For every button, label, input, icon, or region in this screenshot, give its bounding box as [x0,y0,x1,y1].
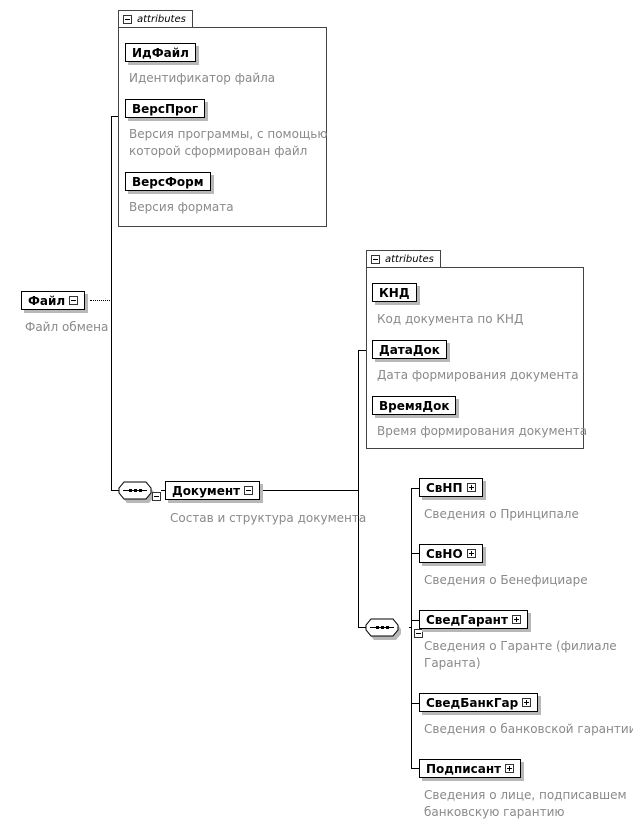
connector [358,350,359,628]
attributes-tab-label: attributes [137,14,186,25]
attribute-name: КНД [379,286,410,300]
connector [358,627,366,628]
expand-icon[interactable] [522,698,532,707]
child-element-description: Сведения о Принципале [424,507,579,521]
expand-icon[interactable] [505,764,515,773]
collapse-icon[interactable] [152,492,161,501]
connector [411,488,412,769]
connector [409,627,412,628]
collapse-icon[interactable] [414,629,424,638]
child-element-description: Гаранта) [424,656,481,670]
root-element-name: Файл [28,294,66,308]
child-element-description: Сведения о Бенефициаре [424,573,588,587]
attribute-description: Идентификатор файла [129,71,276,85]
child-element-name: СвНО [426,547,463,561]
collapse-icon[interactable] [371,255,380,264]
attribute-name: ИдФайл [132,46,189,60]
connector [161,490,165,491]
connector [111,490,119,491]
root-element-node[interactable]: Файл [21,291,86,310]
connector [411,768,419,769]
child-element-node[interactable]: СвНО [419,544,483,563]
child-element-description: банковскую гарантию [424,805,565,819]
connector [111,116,120,117]
document-element-name: Документ [172,484,241,498]
child-element-description: Сведения о банковской гарантии [424,722,633,736]
child-element-name: Подписант [426,762,502,776]
attribute-description: Дата формирования документа [377,368,579,382]
attribute-node[interactable]: ВремяДок [372,396,457,415]
document-element-node[interactable]: Документ [165,481,261,500]
connector [257,490,358,491]
connector [411,703,419,704]
connector [358,350,367,351]
document-element-description: Состав и структура документа [170,511,367,525]
child-element-node[interactable]: СвНП [419,478,483,497]
root-attributes-tab[interactable]: attributes [118,10,193,27]
connector [411,620,419,621]
document-attributes-tab[interactable]: attributes [366,250,441,267]
attribute-description: Версия формата [129,200,234,214]
attribute-description: Время формирования документа [377,424,588,438]
attribute-name: ДатаДок [379,343,440,357]
sequence-compositor-icon [365,618,401,640]
attribute-description: Код документа по КНД [377,312,524,326]
child-element-name: СведБанкГар [426,696,519,710]
attribute-node[interactable]: ИдФайл [125,43,196,62]
child-element-name: СвНП [426,481,463,495]
child-element-node[interactable]: СведГарант [419,610,528,629]
attribute-node[interactable]: ДатаДок [372,340,447,359]
connector [111,116,112,491]
connector [90,300,112,302]
attribute-node[interactable]: ВерсПрог [125,99,206,118]
child-element-node[interactable]: СведБанкГар [419,693,539,712]
child-element-description: Сведения о лице, подписавшем [424,788,627,802]
collapse-icon[interactable] [123,15,132,24]
expand-icon[interactable] [466,483,476,492]
expand-icon[interactable] [511,615,521,624]
attribute-name: ВерсПрог [132,102,199,116]
attribute-description: которой сформирован файл [129,144,308,158]
child-element-name: СведГарант [426,613,508,627]
root-element-description: Файл обмена [25,320,109,334]
attributes-tab-label: attributes [385,254,434,265]
attribute-node[interactable]: КНД [372,283,417,302]
attribute-node[interactable]: ВерсФорм [125,172,211,191]
connector [411,488,419,489]
connector [411,553,419,554]
collapse-icon[interactable] [244,486,254,495]
sequence-compositor-icon [118,481,154,503]
child-element-description: Сведения о Гаранте (филиале [424,639,617,653]
attribute-name: ВерсФорм [132,175,204,189]
attribute-description: Версия программы, с помощью [129,127,328,141]
child-element-node[interactable]: Подписант [419,759,522,778]
collapse-icon[interactable] [69,296,79,305]
attribute-name: ВремяДок [379,399,450,413]
expand-icon[interactable] [466,549,476,558]
